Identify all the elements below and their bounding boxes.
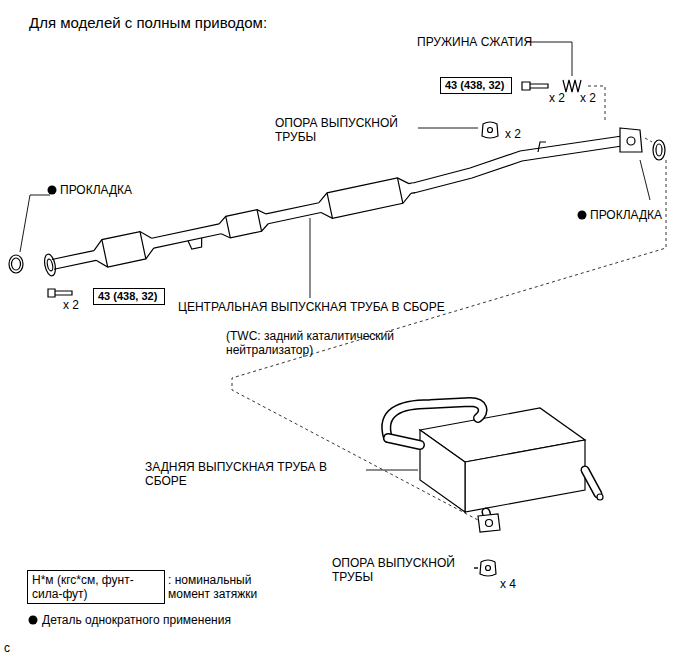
part-label: ЗАДНЯЯ ВЫПУСКНАЯ ТРУБА В СБОРЕ [145,460,365,488]
part-label: ОПОРА ВЫПУСКНОЙ ТРУБЫ [332,556,472,584]
quantity-label: x 2 [63,298,79,312]
part-label: ЦЕНТРАЛЬНАЯ ВЫПУСКНАЯ ТРУБА В СБОРЕ [178,300,445,314]
torque-value: 43 (438, 32) [98,290,160,303]
torque-box: 43 (438, 32) [93,288,165,305]
torque-value: Н*м (кгс*см, фунт-сила-фут) [32,573,160,601]
quantity-label: x 2 [580,91,596,105]
legend-text: Деталь однократного применения [42,613,231,627]
legend-unit-box: Н*м (кгс*см, фунт-сила-фут) [27,570,165,604]
quantity-label: x 2 [549,91,565,105]
torque-box: 43 (438, 32) [440,77,512,94]
part-label: (TWC: задний каталитический нейтрализато… [226,329,441,357]
diagram-title: Для моделей с полным приводом: [29,14,267,32]
quantity-label: x 2 [505,127,521,141]
part-label: : номинальный момент затяжки [168,573,283,601]
part-label: ОПОРА ВЫПУСКНОЙ ТРУБЫ [275,116,415,144]
part-label: ПРОКЛАДКА [590,208,662,222]
quantity-label: x 4 [500,577,516,591]
part-label: ПРУЖИНА СЖАТИЯ [417,35,532,49]
part-label: ПРОКЛАДКА [60,183,132,197]
torque-value: 43 (438, 32) [445,79,507,92]
part-label: c [4,641,10,655]
